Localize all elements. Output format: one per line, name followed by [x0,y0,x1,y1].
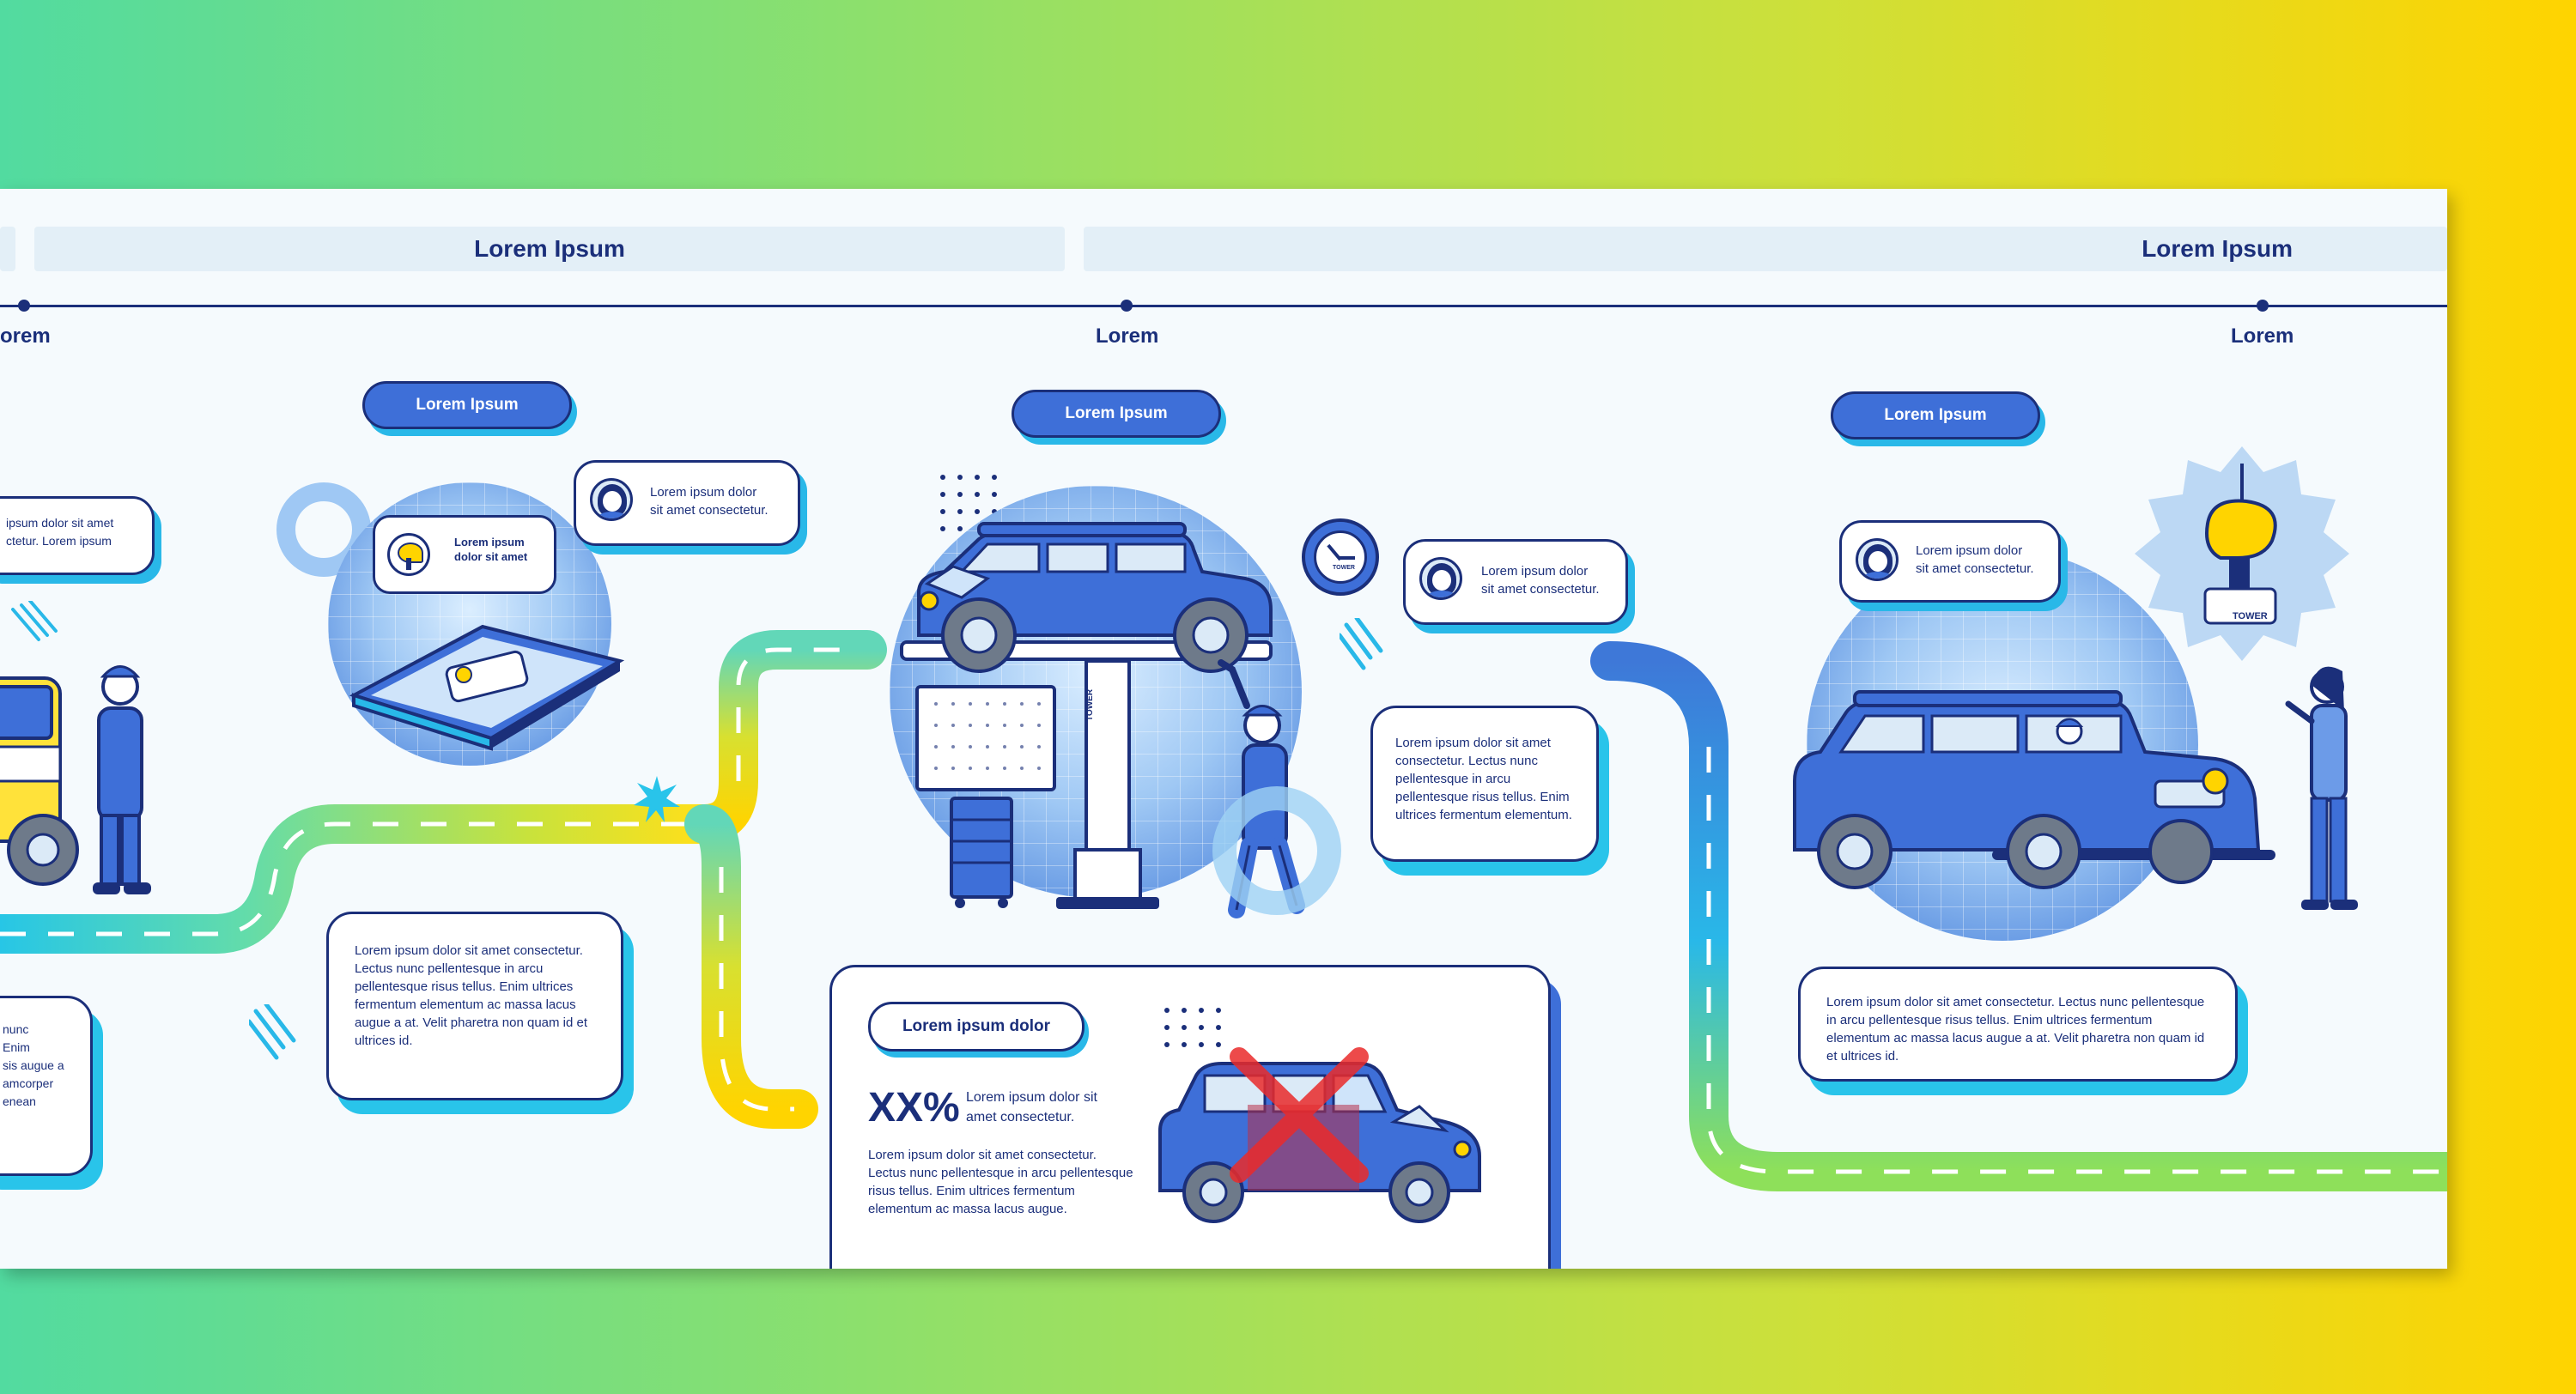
stage2-speech-text: Lorem ipsum dolor sit amet consectetur. [650,485,769,518]
timeline-label-1: orem [0,324,51,348]
woman-avatar [590,478,633,521]
ring-decoration-2 [1212,786,1341,915]
car-on-lift-illustration [900,522,1305,918]
van-mechanic-illustration [0,601,151,894]
timeline-label-3: Lorem [2231,324,2294,348]
stat-caption: Lorem ipsum dolor sit amet consectetur. [966,1090,1097,1124]
clock-icon: TOWER [1302,518,1379,596]
woman-avatar-2 [1419,557,1462,600]
tower-badge-illustration [2135,446,2349,661]
stage4-text-card: Lorem ipsum dolor sit amet consectetur. … [1798,967,2238,1082]
stage4-speech-bubble: Lorem ipsum dolor sit amet consectetur. [1839,520,2061,603]
slash-decoration-2 [1340,618,1383,670]
header-right-label: Lorem Ipsum [2142,235,2293,262]
slash-decoration [249,1004,296,1060]
stage3-speech-text: Lorem ipsum dolor sit amet consectetur. [1481,564,1600,597]
stage1-text-card: nunc Enim sis augue a amcorper enean [0,996,93,1176]
stage4-speech-text: Lorem ipsum dolor sit amet consectetur. [1916,543,2034,576]
stat-body: Lorem ipsum dolor sit amet consectetur. … [868,1148,1133,1216]
car-handover-illustration [1793,666,2358,910]
clock-brand-label: TOWER [1333,565,1355,571]
lift-brand-label: TOWER [1085,688,1095,721]
header-right: Lorem Ipsum [1084,227,2447,271]
stage2-speech-bubble: Lorem ipsum dolor sit amet consectetur. [574,460,800,546]
stage2-title-pill: Lorem Ipsum [362,381,572,429]
stage2-text-card: Lorem ipsum dolor sit amet consectetur. … [326,912,623,1100]
header-left-label: Lorem Ipsum [474,235,625,262]
header-left: Lorem Ipsum [34,227,1065,271]
phone-illustration [349,624,625,751]
infographic-board: Lorem Ipsum Lorem Ipsum orem Lorem Lorem [0,189,2447,1269]
timeline-line [0,305,2447,307]
stage1-speech-bubble: ipsum dolor sit amet ctetur. Lorem ipsum [0,496,155,575]
stage4-title-pill: Lorem Ipsum [1831,391,2040,439]
stage3-text-card: Lorem ipsum dolor sit amet consectetur. … [1370,706,1599,862]
sparkle-icon [634,776,680,822]
stat-card-pill-text: Lorem ipsum dolor [902,1017,1051,1035]
timeline-dot-2 [1121,300,1133,312]
stage3-speech-bubble: Lorem ipsum dolor sit amet consectetur. [1403,539,1628,625]
timeline-label-2: Lorem [1096,324,1159,348]
woman-avatar-3 [1856,538,1899,581]
stage4-card-text: Lorem ipsum dolor sit amet consectetur. … [1826,995,2205,1064]
stage3-title-text: Lorem Ipsum [1065,404,1168,422]
stage3-title-pill: Lorem Ipsum [1012,390,1221,438]
timeline-dot-1 [18,300,30,312]
tower-logo-icon [387,533,430,576]
stat-card-pill: Lorem ipsum dolor [868,1002,1084,1052]
badge-brand-label: TOWER [2233,611,2268,621]
road-path [0,630,2447,1191]
header-cut-left [0,227,15,271]
timeline-dot-3 [2257,300,2269,312]
stage2-title-text: Lorem Ipsum [416,396,519,414]
stat-card: Lorem ipsum dolor XX% Lorem ipsum dolor … [829,965,1551,1269]
phone-notification-bubble: Lorem ipsum dolor sit amet [373,515,556,594]
damaged-car-illustration [1158,1008,1481,1223]
stage2-card-text: Lorem ipsum dolor sit amet consectetur. … [355,943,588,1048]
stat-value: XX% [868,1085,960,1130]
phone-notification-text: Lorem ipsum dolor sit amet [454,536,528,563]
stage3-card-text: Lorem ipsum dolor sit amet consectetur. … [1395,736,1572,822]
stage4-title-text: Lorem Ipsum [1884,406,1987,424]
